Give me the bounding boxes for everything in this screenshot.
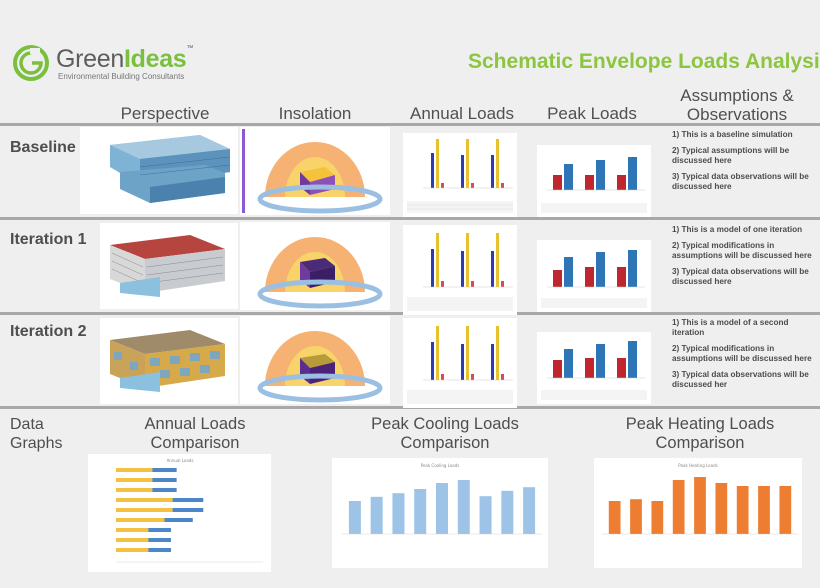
logo-tagline: Environmental Building Consultants — [58, 72, 185, 81]
data-graphs-label: Data Graphs — [10, 415, 62, 453]
annual-loads-chart-iteration-2 — [403, 318, 517, 408]
chart-bar — [779, 486, 792, 534]
col-head-perspective: Perspective — [120, 104, 210, 123]
peak-loads-chart-baseline — [537, 145, 651, 217]
col-head-assumptions: Assumptions & Observations — [662, 86, 812, 124]
chart-bar — [414, 489, 427, 534]
annual-bar-segment — [148, 538, 171, 542]
chart-bar — [672, 480, 685, 534]
insolation-image-iteration-2 — [240, 316, 390, 404]
chart-bar — [457, 480, 470, 534]
annual-bar-segment — [116, 508, 173, 512]
annual-bar-segment — [116, 538, 149, 542]
col-head-peak-loads: Peak Loads — [547, 104, 637, 123]
annual-bar-segment — [116, 528, 149, 532]
chart-bar — [370, 496, 383, 534]
note: 1) This is a baseline simulation — [672, 130, 793, 139]
chart-bar — [479, 496, 492, 534]
data-graphs-line-1: Data — [10, 416, 44, 433]
annual-bar-segment — [164, 518, 193, 522]
divider — [0, 123, 820, 126]
perspective-image-iteration-2 — [100, 318, 238, 404]
peak-loads-chart-iteration-2 — [537, 332, 651, 404]
annual-bar-segment — [116, 518, 165, 522]
annual-comparison-heading: Annual Loads Comparison — [120, 415, 270, 453]
peak-heating-comparison-chart: Peak Heating Loads — [594, 458, 802, 568]
col-head-insolation: Insolation — [278, 104, 352, 123]
perspective-image-baseline — [80, 127, 238, 214]
data-graphs-line-2: Graphs — [10, 435, 63, 452]
note: 1) This is a model of one iteration — [672, 225, 803, 234]
annual-loads-comparison-chart: Annual Loads — [88, 454, 271, 572]
chart-bar — [436, 483, 448, 534]
note: 3) Typical data observations will be dis… — [672, 172, 809, 191]
logo-wordmark: GreenIdeas™ — [56, 45, 194, 73]
annual-bar-segment — [148, 528, 171, 532]
chart-bar — [348, 501, 361, 534]
row-label-iteration-2: Iteration 2 — [10, 323, 87, 340]
heating-comparison-heading: Peak Heating Loads Comparison — [605, 415, 795, 453]
observations-iteration-1: 1) This is a model of one iteration 2) T… — [672, 225, 812, 293]
annual-bar-segment — [116, 468, 153, 472]
chart-bar — [523, 487, 536, 534]
page-title: Schematic Envelope Loads Analysis — [468, 50, 820, 73]
cooling-comparison-heading: Peak Cooling Loads Comparison — [350, 415, 540, 453]
annual-bar-segment — [116, 488, 153, 492]
greenideas-logo: GreenIdeas™ Environmental Building Consu… — [12, 44, 212, 84]
chart-bar — [715, 483, 728, 534]
annual-bar-segment — [152, 488, 177, 492]
insolation-image-baseline — [240, 127, 390, 215]
heading-line-2: Comparison — [400, 434, 490, 452]
assumptions-line-2: Observations — [686, 105, 788, 124]
divider — [0, 217, 820, 220]
col-head-annual-loads: Annual Loads — [410, 104, 514, 123]
annual-bar-segment — [172, 508, 204, 512]
note: 3) Typical data observations will be dis… — [672, 267, 809, 286]
heading-line-1: Peak Heating Loads — [625, 415, 775, 433]
chart-bar — [758, 486, 770, 534]
annual-bar-segment — [116, 498, 173, 502]
annual-bar-segment — [148, 548, 171, 552]
annual-bar-segment — [172, 498, 204, 502]
annual-bar-segment — [152, 468, 177, 472]
perspective-image-iteration-1 — [100, 223, 238, 309]
annual-bar-segment — [116, 548, 149, 552]
insolation-image-iteration-1 — [240, 222, 390, 310]
chart-bar — [501, 490, 514, 534]
annual-loads-chart-iteration-1 — [403, 225, 517, 315]
note: 2) Typical modifications in assumptions … — [672, 241, 812, 260]
chart-bar — [651, 501, 664, 534]
peak-cooling-comparison-chart: Peak Cooling Loads — [332, 458, 548, 568]
annual-bar-segment — [152, 478, 177, 482]
chart-bar — [694, 477, 706, 534]
chart-title: Annual Loads — [167, 458, 194, 463]
chart-bar — [630, 499, 642, 534]
note: 1) This is a model of a second iteration — [672, 318, 789, 337]
logo-g-icon — [13, 45, 49, 81]
assumptions-line-1: Assumptions & — [680, 86, 794, 105]
row-label-baseline: Baseline — [10, 139, 76, 156]
note: 2) Typical modifications in assumptions … — [672, 344, 812, 363]
chart-bar — [608, 501, 621, 534]
heading-line-1: Peak Cooling Loads — [371, 415, 519, 433]
chart-bar — [392, 493, 405, 534]
heading-line-2: Comparison — [150, 434, 240, 452]
peak-loads-chart-iteration-1 — [537, 240, 651, 312]
row-label-iteration-1: Iteration 1 — [10, 231, 87, 248]
note: 2) Typical assumptions will be discussed… — [672, 146, 790, 165]
annual-loads-chart-baseline — [403, 133, 517, 217]
chart-title: Peak Heating Loads — [678, 463, 717, 468]
observations-baseline: 1) This is a baseline simulation 2) Typi… — [672, 130, 812, 198]
note: 3) Typical data observations will be dis… — [672, 370, 809, 389]
chart-bar — [736, 486, 749, 534]
heading-line-1: Annual Loads — [144, 415, 246, 433]
observations-iteration-2: 1) This is a model of a second iteration… — [672, 318, 812, 396]
chart-title: Peak Cooling Loads — [421, 463, 460, 468]
heading-line-2: Comparison — [655, 434, 745, 452]
annual-bar-segment — [116, 478, 153, 482]
